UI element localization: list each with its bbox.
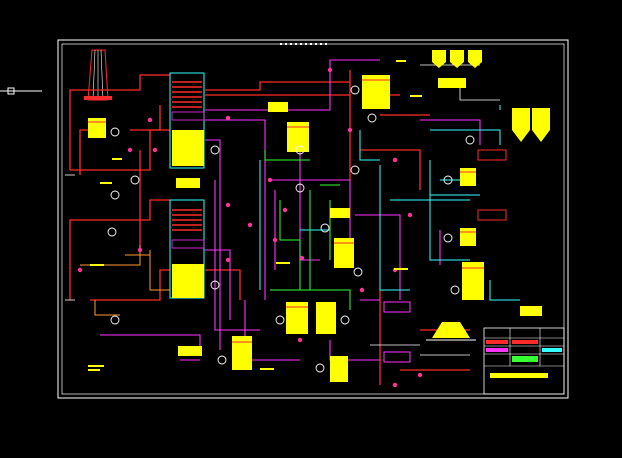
- origin-marker: [0, 87, 42, 95]
- title-block: [483, 327, 565, 395]
- absorber-tower-lower: [169, 199, 205, 299]
- silo-top-right: [432, 50, 482, 68]
- drawing-frame-outer: [57, 39, 569, 399]
- drawing-frame-inner: [61, 43, 565, 395]
- silo-large-right: [512, 108, 550, 142]
- tank-center-4: [316, 302, 336, 334]
- tank-bottom-center: [330, 356, 348, 382]
- valve-symbols: [77, 67, 423, 388]
- tank-right-2: [460, 228, 476, 246]
- tank-center-2: [334, 238, 354, 268]
- absorber-tower-upper: [169, 72, 205, 169]
- pipes-red: [69, 70, 470, 385]
- pipes-cyan: [259, 105, 520, 301]
- tank-left-stack: [88, 118, 106, 138]
- tank-bottom-left: [232, 336, 252, 370]
- tank-top-center: [362, 75, 390, 109]
- annotation-marks: [88, 60, 422, 371]
- tank-right-1: [460, 168, 476, 186]
- settler-cone: [426, 322, 476, 341]
- pipes-orange: [80, 245, 170, 316]
- stack-chimney: [84, 49, 112, 101]
- tank-center-3: [286, 302, 308, 334]
- tank-center-1: [287, 122, 309, 152]
- tank-right-3: [462, 262, 484, 300]
- pump-symbols: [107, 85, 475, 373]
- pipes-white: [65, 64, 500, 356]
- heat-exchangers: [176, 78, 542, 363]
